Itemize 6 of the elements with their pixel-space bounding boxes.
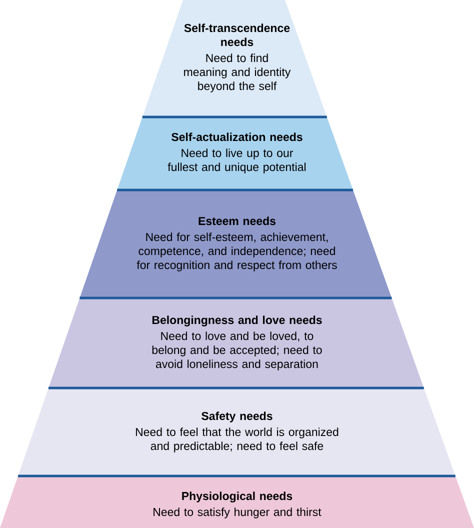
- pyramid-level: Belongingness and love needs Need to love and be loved, to belong and be accepted; need to avoid loneliness and separation: [48, 298, 424, 388]
- pyramid-level: Physiological needs Need to satisfy hunger and thirst: [0, 476, 474, 528]
- pyramid-level: Self-actualization needs Need to live up to our fullest and unique potential: [117, 117, 353, 190]
- pyramid-level: Safety needs Need to feel that the world is organized and predictable; need to feel safe: [18, 388, 456, 476]
- pyramid-level: Esteem needs Need for self-esteem, achievement, competence, and independence; need for recognition and respect from others: [80, 190, 392, 298]
- pyramid-level: Self-transcendence needs Need to find meaning and identity beyond the self: [142, 0, 327, 117]
